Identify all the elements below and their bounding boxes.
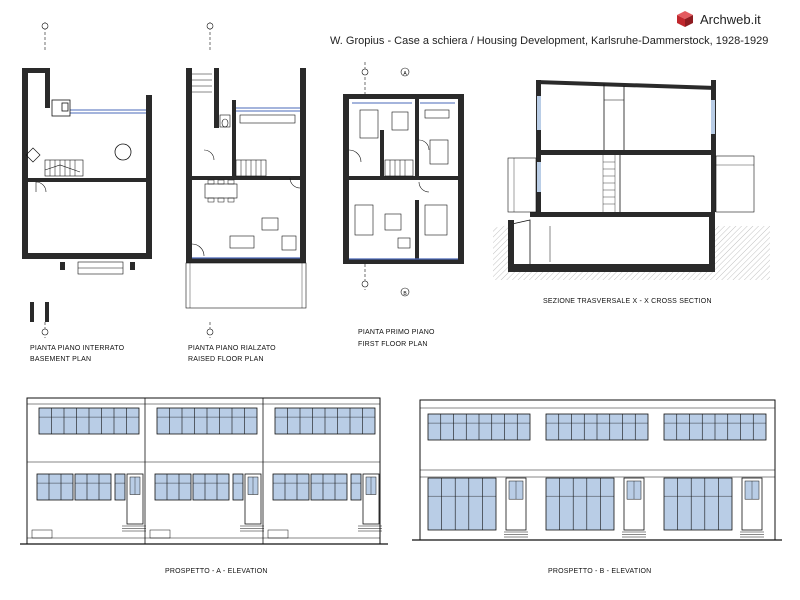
elev-a-lower-window-right xyxy=(192,473,230,501)
elev-b-lower-window xyxy=(545,477,615,531)
first-caption-en: FIRST FLOOR PLAN xyxy=(358,341,428,348)
elev-b-steps xyxy=(504,531,528,538)
elev-a-lower-window-right xyxy=(310,473,348,501)
section-caption: SEZIONE TRASVERSALE X - X CROSS SECTION xyxy=(543,298,712,305)
elevation-a xyxy=(20,397,388,545)
elev-b-steps xyxy=(740,531,764,538)
elev-a-steps xyxy=(358,525,382,532)
elev-b-door xyxy=(741,477,763,531)
elev-b-lower-window xyxy=(427,477,497,531)
elev-a-basement-window xyxy=(31,529,53,539)
elev-b-door xyxy=(623,477,645,531)
archweb-logo[interactable]: Archweb.it xyxy=(676,9,761,29)
cube-logo-icon xyxy=(677,11,693,27)
first-floor-plan xyxy=(343,62,464,297)
elev-a-small-window xyxy=(350,473,362,501)
elev-a-lower-window-left xyxy=(154,473,192,501)
basement-caption-en: BASEMENT PLAN xyxy=(30,356,92,363)
brand-name: Archweb.it xyxy=(700,11,761,27)
raised-caption-it: PIANTA PIANO RIALZATO xyxy=(188,345,276,352)
elev-a-small-window xyxy=(114,473,126,501)
elev-a-lower-window-left xyxy=(272,473,310,501)
elev-a-door xyxy=(362,473,380,525)
elevation-a-caption: PROSPETTO - A - ELEVATION xyxy=(165,568,268,575)
raised-floor-plan xyxy=(185,22,307,338)
basement-plan xyxy=(22,22,152,338)
elev-b-upper-window xyxy=(663,413,767,441)
elev-a-lower-window-right xyxy=(74,473,112,501)
elev-a-upper-window xyxy=(274,407,376,435)
elev-b-steps xyxy=(622,531,646,538)
elev-a-basement-window xyxy=(267,529,289,539)
elev-a-upper-window xyxy=(156,407,258,435)
elev-a-steps xyxy=(122,525,146,532)
elev-b-door xyxy=(505,477,527,531)
elevation-b-caption: PROSPETTO - B - ELEVATION xyxy=(548,568,652,575)
elev-b-upper-window xyxy=(427,413,531,441)
elevation-b xyxy=(412,399,782,541)
raised-caption-en: RAISED FLOOR PLAN xyxy=(188,356,264,363)
elev-a-steps xyxy=(240,525,264,532)
marker-b: B xyxy=(403,291,407,297)
elev-a-door xyxy=(244,473,262,525)
basement-caption-it: PIANTA PIANO INTERRATO xyxy=(30,345,125,352)
elev-a-small-window xyxy=(232,473,244,501)
elev-a-door xyxy=(126,473,144,525)
elev-a-basement-window xyxy=(149,529,171,539)
elev-a-lower-window-left xyxy=(36,473,74,501)
first-caption-it: PIANTA PRIMO PIANO xyxy=(358,329,435,336)
drawing-title: W. Gropius - Case a schiera / Housing De… xyxy=(330,35,769,47)
elev-b-lower-window xyxy=(663,477,733,531)
marker-a: A xyxy=(403,71,407,77)
elev-a-upper-window xyxy=(38,407,140,435)
cross-section xyxy=(493,80,770,280)
elev-b-upper-window xyxy=(545,413,649,441)
